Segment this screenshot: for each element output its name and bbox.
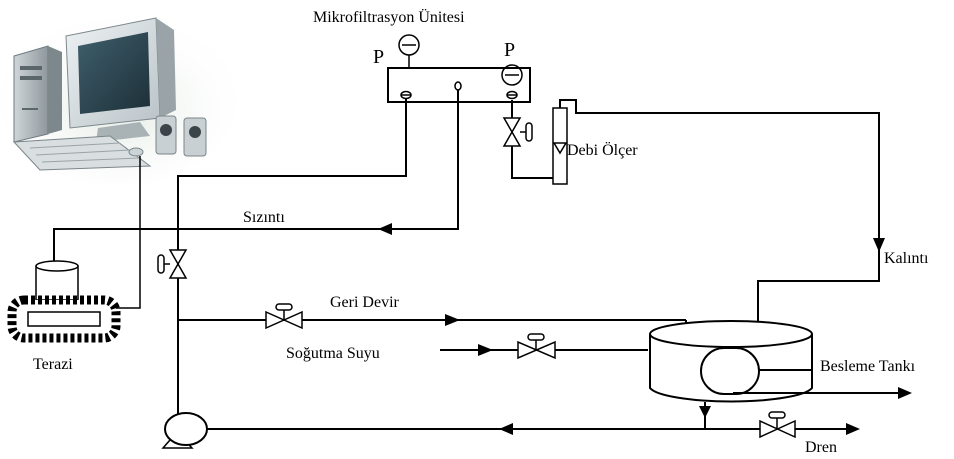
pump-icon (161, 412, 208, 449)
retentate-line (511, 100, 554, 179)
pressure-label-right: P (504, 39, 515, 61)
pressure-gauge-icon (501, 64, 523, 86)
feed-tank-label: Besleme Tankı (820, 358, 916, 375)
computer-icon (0, 15, 236, 185)
flow-meter (552, 107, 568, 185)
pressure-gauge-icon (398, 34, 420, 68)
feed-tank (649, 320, 813, 403)
pressure-label-left: P (373, 46, 384, 68)
permeate-line (53, 90, 459, 268)
valve-icon[interactable] (157, 249, 188, 279)
scale-label: Terazi (33, 356, 73, 373)
microfiltration-unit-label: Mikrofiltrasyon Ünitesi (313, 8, 465, 26)
valve-icon[interactable] (517, 333, 556, 360)
feed-line (177, 99, 407, 418)
scale-icon (7, 260, 121, 343)
permeate-label: Sızıntı (243, 209, 285, 226)
valve-icon[interactable] (265, 303, 303, 330)
valve-icon[interactable] (759, 411, 796, 439)
valve-icon[interactable] (502, 117, 533, 147)
flow-meter-label: Debi Ölçer (567, 141, 638, 159)
drain-label: Dren (805, 439, 837, 456)
recycle-label: Geri Devir (330, 294, 400, 311)
cooling-water-label: Soğutma Suyu (286, 345, 380, 362)
retentate-label: Kalıntı (884, 250, 929, 267)
